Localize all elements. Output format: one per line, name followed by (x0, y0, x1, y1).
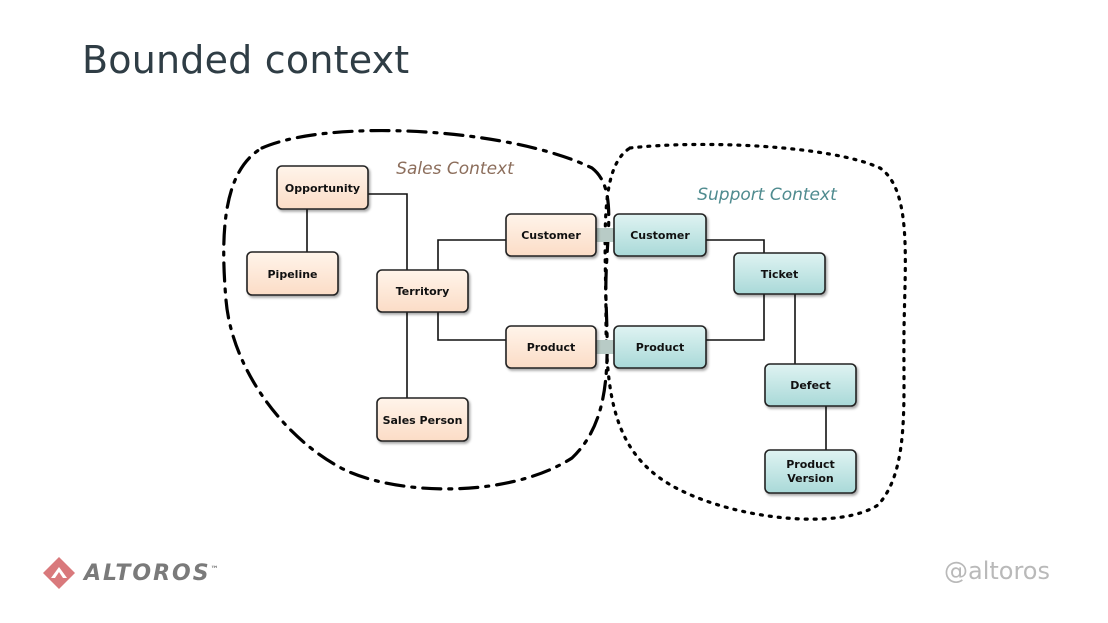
altoros-logo: ALTOROS™ (42, 556, 221, 590)
sales-entity-sales-person: Sales Person (376, 397, 469, 442)
sales-entity-pipeline: Pipeline (246, 251, 339, 296)
entity-label: Ticket (761, 268, 799, 281)
support-entity-ticket: Ticket (733, 252, 826, 295)
entity-label: Product (636, 341, 685, 354)
entity-label: Customer (521, 229, 581, 242)
entity-label: Defect (790, 379, 831, 392)
logo-wordmark: ALTOROS™ (84, 561, 221, 586)
connector-opportunity-territory (368, 193, 408, 270)
connectors (306, 193, 827, 450)
connector-customer-ticket (706, 239, 765, 253)
support-entity-customer: Customer (613, 213, 707, 257)
support-context-boundary (603, 142, 907, 521)
altoros-logo-icon (43, 557, 75, 589)
entity-label: Customer (630, 229, 690, 242)
shared-product-link (596, 340, 614, 354)
shared-customer-link (596, 228, 614, 242)
entity-label-line: Version (787, 472, 834, 485)
logo-trademark: ™ (210, 564, 221, 574)
support-context-label: Support Context (697, 185, 838, 205)
sales-entity-customer: Customer (505, 213, 597, 257)
entity-label: Pipeline (268, 268, 318, 281)
sales-entity-territory: Territory (376, 269, 469, 313)
twitter-handle: @altoros (944, 557, 1050, 585)
entity-label: Territory (396, 285, 450, 298)
connector-territory-product (437, 312, 506, 341)
sales-entity-opportunity: Opportunity (276, 165, 369, 210)
entity-label: Opportunity (285, 182, 360, 195)
entity-label: Product (527, 341, 576, 354)
connector-territory-customer (437, 239, 506, 270)
logo-text: ALTOROS (84, 560, 211, 586)
support-entity-defect: Defect (764, 363, 857, 407)
entity-label-line: Product (786, 458, 835, 471)
entity-label: Sales Person (383, 414, 463, 427)
slide-title: Bounded context (82, 38, 410, 82)
sales-context-boundary (222, 129, 611, 491)
support-entity-product: Product (613, 325, 707, 369)
sales-context-label: Sales Context (396, 159, 515, 179)
connector-product-ticket (706, 294, 765, 341)
sales-entity-product: Product (505, 325, 597, 369)
